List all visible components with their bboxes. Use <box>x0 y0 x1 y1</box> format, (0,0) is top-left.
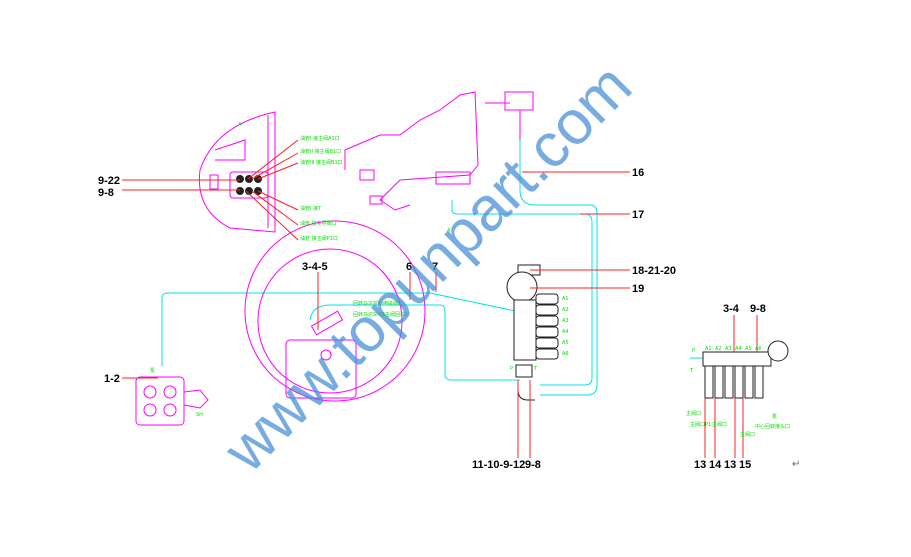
view-label: A <box>238 122 242 128</box>
port-label: A1 <box>705 346 712 352</box>
callout-3-4: 3-4 <box>723 303 740 315</box>
arrow-a-label: A <box>447 228 451 234</box>
callout-13-b: 13 <box>724 459 736 471</box>
return-mark: ↵ <box>792 459 800 470</box>
right-valve-block <box>702 340 789 399</box>
right-note-2: 主阀口P1 <box>690 421 711 428</box>
note-cab-6: 油管 接主阀P1口 <box>300 235 338 242</box>
note-valve-1: 回转马达控制电磁阀口 <box>353 300 403 307</box>
callout-1-2: 1-2 <box>104 373 120 385</box>
port-label: A5 <box>562 340 569 346</box>
right-port-p: P <box>692 348 695 354</box>
leader-lines <box>122 139 758 458</box>
callout-18-21-20: 18-21-20 <box>632 265 676 277</box>
port-label: A3 <box>725 346 732 352</box>
right-port-labels: A1 A2 A3 A4 A5 A6 <box>705 346 762 352</box>
port-label: A3 <box>562 318 569 324</box>
note-valve-2: 回转马达SH接主阀回油口 <box>353 311 410 318</box>
callout-9-8-right: 9-8 <box>750 303 766 315</box>
callout-15: 15 <box>739 459 751 471</box>
right-port-t: T <box>689 368 694 374</box>
note-cab-4: 油管I 接T <box>300 205 322 212</box>
right-note-1: 主阀口 <box>686 410 701 417</box>
port-label: A6 <box>562 351 569 357</box>
callout-11-10-9-12: 11-10-9-12 <box>472 459 525 471</box>
callout-13: 13 <box>694 459 706 471</box>
port-label: A2 <box>562 307 569 313</box>
callout-9-22: 9-22 <box>98 175 120 187</box>
note-cab-5: 油管 接先导阀口 <box>300 220 337 227</box>
note-cab-1: 油管I 接主阀A1口 <box>300 135 340 142</box>
right-note-5: 中心回转接头口 <box>755 423 790 430</box>
port-label: A6 <box>755 346 762 352</box>
callout-19: 19 <box>632 283 644 295</box>
right-note-3: 主阀口 <box>712 421 727 428</box>
port-label: A2 <box>715 346 722 352</box>
port-label: A1 <box>562 296 569 302</box>
pedal-label: SH <box>196 412 203 418</box>
port-label: A5 <box>745 346 752 352</box>
note-cab-2: 油管II 接主阀B1口 <box>300 148 341 155</box>
callout-7: 7 <box>432 261 438 273</box>
callout-6: 6 <box>406 261 412 273</box>
right-note-4: 主阀口 <box>740 431 755 438</box>
port-labels: A1 A2 A3 A4 A5 A6 <box>562 296 569 357</box>
right-note-6: 泵 <box>772 414 777 420</box>
pilot-valve-block <box>506 264 559 401</box>
pump-label: 泵 <box>150 368 155 374</box>
cab-assembly <box>135 91 534 426</box>
callout-9-8-bottom: 9-8 <box>525 459 541 471</box>
callout-14: 14 <box>709 459 722 471</box>
callout-3-4-5: 3-4-5 <box>302 261 328 273</box>
note-cab-3: 油管III 接主阀B1口 <box>300 159 343 166</box>
port-label: A4 <box>735 346 742 352</box>
callout-16: 16 <box>632 167 644 179</box>
callout-9-8: 9-8 <box>98 187 114 199</box>
port-t: T <box>533 366 538 372</box>
port-label: A4 <box>562 329 569 335</box>
callout-17: 17 <box>632 209 644 221</box>
port-p: P <box>510 366 513 372</box>
